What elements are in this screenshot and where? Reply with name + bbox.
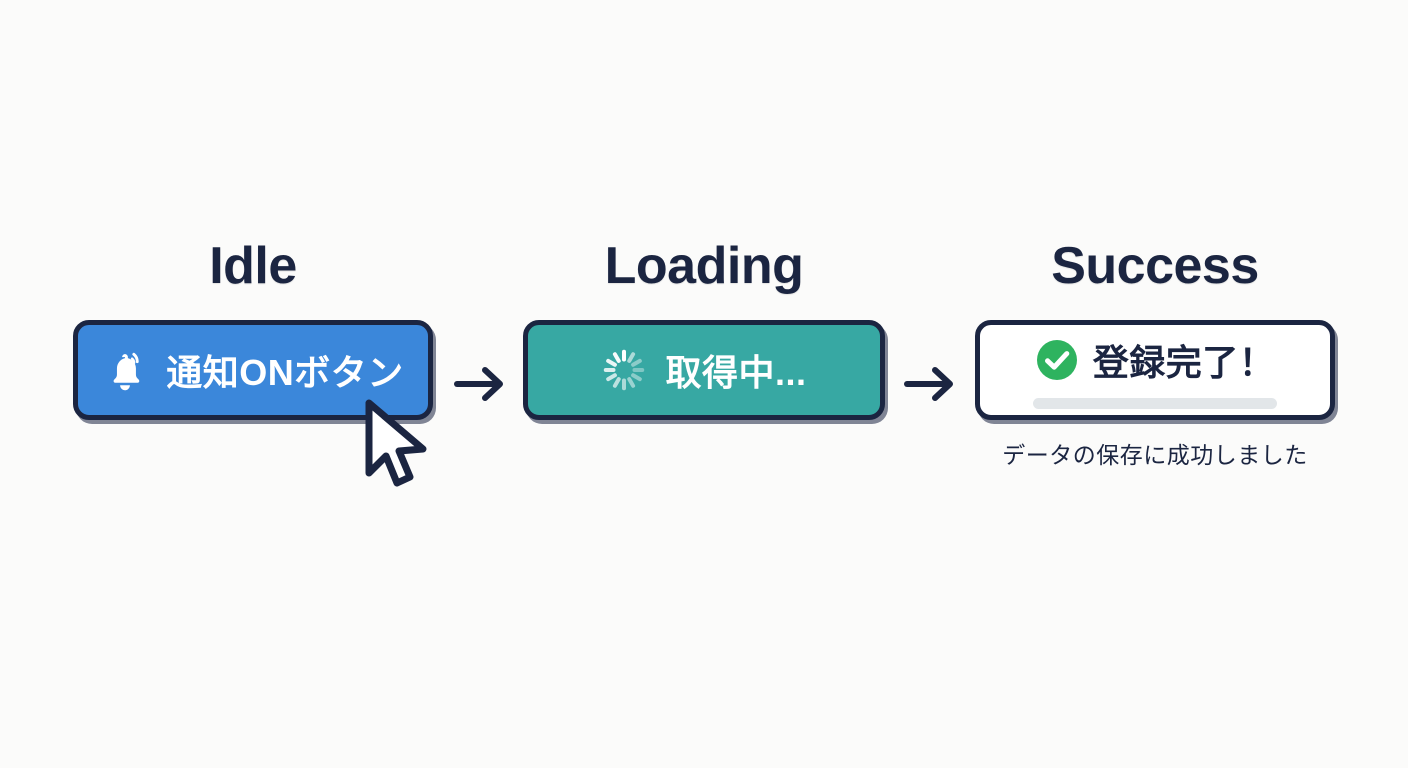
check-circle-icon: [1035, 338, 1079, 382]
state-success: Success 登録完了！ データの保存に成功しました: [975, 240, 1335, 470]
mouse-pointer-icon: [363, 399, 435, 495]
state-title-success: Success: [1051, 237, 1259, 295]
spinner-icon: [601, 347, 647, 393]
success-card[interactable]: 登録完了！: [975, 320, 1335, 420]
flow-arrow-idle-to-loading: [452, 358, 510, 410]
state-title-idle: Idle: [209, 237, 297, 295]
success-caption: データの保存に成功しました: [1002, 442, 1308, 468]
state-idle: Idle 通知ONボタン: [73, 240, 433, 420]
flow-arrow-loading-to-success: [902, 358, 960, 410]
loading-button-label: 取得中...: [665, 352, 807, 393]
progress-bar: [1033, 397, 1277, 409]
state-title-loading: Loading: [604, 237, 804, 295]
notification-on-button-label: 通知ONボタン: [166, 352, 404, 393]
notification-on-button[interactable]: 通知ONボタン: [73, 320, 433, 420]
success-card-content: 登録完了！: [1035, 334, 1276, 386]
button-content-idle: 通知ONボタン: [102, 344, 404, 396]
button-content-loading: 取得中...: [601, 344, 806, 396]
state-loading: Loading: [523, 240, 885, 420]
bell-icon: [102, 347, 148, 393]
loading-button[interactable]: 取得中...: [523, 320, 885, 420]
success-card-label: 登録完了！: [1092, 341, 1276, 383]
